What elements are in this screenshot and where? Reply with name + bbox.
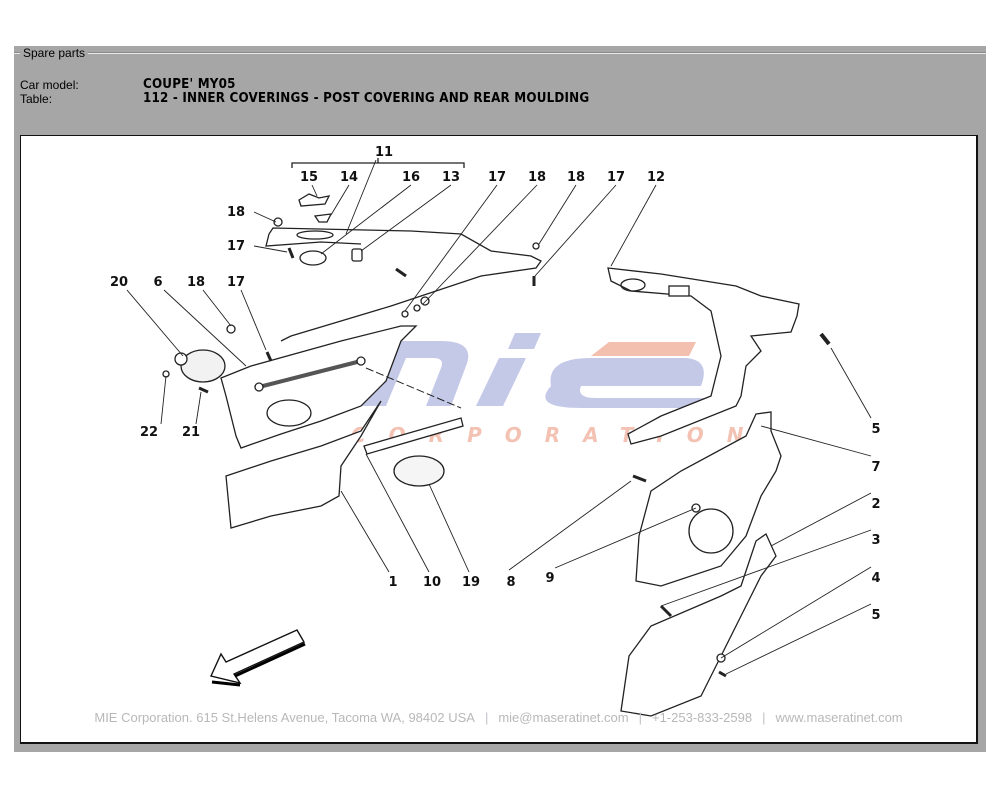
parts-line-art — [126, 158, 872, 717]
footer-separator: | — [484, 710, 489, 725]
callout-18[interactable]: 18 — [186, 275, 206, 290]
callout-6[interactable]: 6 — [153, 275, 163, 290]
car-model-label: Car model: — [20, 78, 79, 92]
callout-7[interactable]: 7 — [871, 460, 881, 475]
callout-17[interactable]: 17 — [226, 275, 246, 290]
callout-1[interactable]: 1 — [388, 575, 398, 590]
group-border — [14, 52, 986, 54]
callout-9[interactable]: 9 — [545, 571, 555, 586]
parts-diagram[interactable]: CORPORATION — [20, 135, 978, 744]
group-title: Spare parts — [20, 46, 89, 60]
callout-8[interactable]: 8 — [506, 575, 516, 590]
footer-website: www.maseratinet.com — [775, 710, 903, 725]
callout-18[interactable]: 18 — [527, 170, 547, 185]
footer-separator: | — [762, 710, 766, 725]
callout-17[interactable]: 17 — [226, 239, 246, 254]
footer-email: mie@maseratinet.com — [498, 710, 629, 725]
front-direction-arrow — [210, 629, 306, 687]
callout-17[interactable]: 17 — [606, 170, 626, 185]
callout-4[interactable]: 4 — [871, 571, 881, 586]
callout-18[interactable]: 18 — [226, 205, 246, 220]
footer-separator: | — [638, 710, 642, 725]
callout-11[interactable]: 11 — [374, 145, 394, 160]
callout-13[interactable]: 13 — [441, 170, 461, 185]
footer-company: MIE Corporation. 615 St.Helens Avenue, T… — [94, 710, 475, 725]
callout-3[interactable]: 3 — [871, 533, 881, 548]
callout-20[interactable]: 20 — [109, 275, 129, 290]
car-model-value: COUPE' MY05 — [143, 77, 236, 92]
callout-16[interactable]: 16 — [401, 170, 421, 185]
callout-21[interactable]: 21 — [181, 425, 201, 440]
footer-phone: +1-253-833-2598 — [651, 710, 753, 725]
callout-17[interactable]: 17 — [487, 170, 507, 185]
callout-22[interactable]: 22 — [139, 425, 159, 440]
footer-contact: MIE Corporation. 615 St.Helens Avenue, T… — [21, 710, 976, 725]
callout-10[interactable]: 10 — [422, 575, 442, 590]
callout-2[interactable]: 2 — [871, 497, 881, 512]
callout-18[interactable]: 18 — [566, 170, 586, 185]
callout-15[interactable]: 15 — [299, 170, 319, 185]
callout-5[interactable]: 5 — [871, 608, 881, 623]
table-label: Table: — [20, 92, 53, 106]
callout-5[interactable]: 5 — [871, 422, 881, 437]
callout-12[interactable]: 12 — [646, 170, 666, 185]
callout-14[interactable]: 14 — [339, 170, 359, 185]
callout-19[interactable]: 19 — [461, 575, 481, 590]
table-value: 112 - INNER COVERINGS - POST COVERING AN… — [143, 91, 590, 106]
